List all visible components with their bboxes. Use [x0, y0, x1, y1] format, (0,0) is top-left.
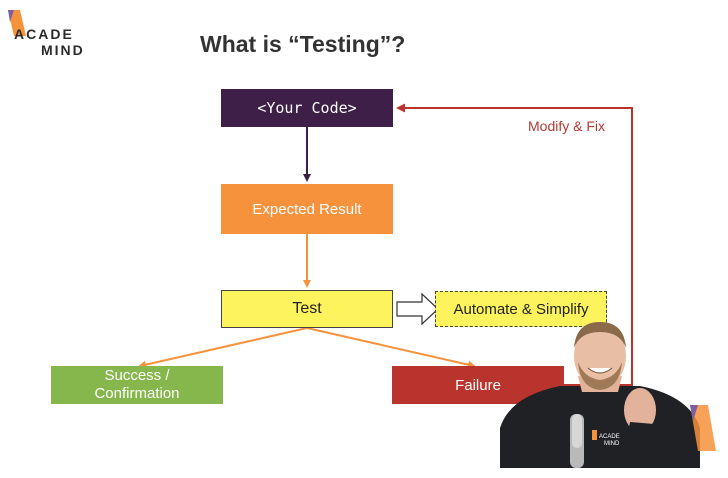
logo-text-line2: MIND: [41, 42, 85, 58]
automate-simplify-box: Automate & Simplify: [435, 291, 607, 327]
your-code-box: <Your Code>: [221, 89, 393, 127]
shirt-logo-line1: ACADE: [599, 434, 620, 440]
arrow-test-to-automate: [396, 292, 439, 326]
brand-corner-icon: [690, 405, 716, 451]
modify-fix-label: Modify & Fix: [528, 118, 606, 134]
test-label: Test: [292, 300, 322, 317]
arrow-test-to-failure: [306, 327, 476, 369]
presenter-webcam: ACADE MIND: [500, 322, 700, 468]
failure-label: Failure: [455, 376, 501, 394]
success-box: Success / Confirmation: [51, 366, 223, 404]
slide-title: What is “Testing”?: [200, 31, 406, 57]
academind-logo-icon: [8, 10, 26, 36]
academind-logo: ACADE MIND: [6, 8, 96, 58]
your-code-label: <Your Code>: [257, 99, 357, 117]
success-label-line1: Success /: [104, 367, 170, 384]
test-box: Test: [221, 290, 393, 328]
logo-text-line1: ACADE: [14, 26, 74, 42]
success-label-line2: Confirmation: [94, 385, 180, 402]
automate-simplify-label: Automate & Simplify: [453, 300, 589, 318]
arrow-test-to-success: [138, 327, 308, 369]
expected-result-box: Expected Result: [221, 184, 393, 234]
shirt-logo-line2: MIND: [604, 441, 620, 447]
expected-result-label: Expected Result: [252, 200, 362, 218]
